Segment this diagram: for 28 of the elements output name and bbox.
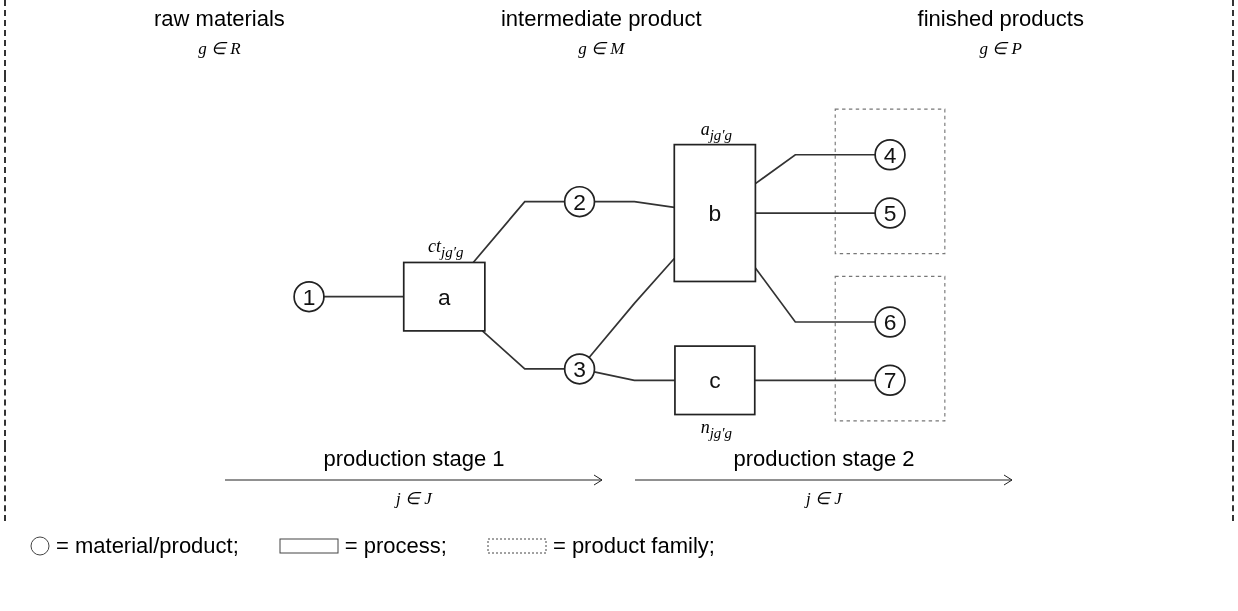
legend-text: = process; (344, 533, 447, 559)
node-circle: 2 (563, 185, 595, 218)
node-annotation: n$_{jg′g}$ (700, 416, 733, 442)
set-notation: g ∈ R (198, 38, 241, 59)
set-notation: j ∈ J (806, 488, 842, 509)
node-circle: 6 (873, 306, 906, 338)
node-box: a (402, 261, 486, 332)
node-box: c (673, 345, 756, 416)
stage-label: production stage 2 (733, 446, 915, 472)
set-notation: g ∈ M (578, 38, 625, 59)
node-annotation: ct$_{jg′g}$ (428, 236, 464, 262)
legend-text: = material/product; (56, 533, 239, 559)
node-circle: 7 (873, 364, 906, 397)
cluster (834, 275, 945, 422)
cluster (834, 108, 945, 255)
node-circle: 5 (873, 197, 906, 229)
stage-heading: raw materials (154, 6, 285, 32)
stage-heading: finished products (917, 6, 1084, 32)
legend-text: = product family; (552, 533, 715, 559)
node-circle: 3 (563, 353, 595, 385)
node-circle: 1 (292, 280, 325, 313)
node-box: b (672, 143, 756, 283)
stage-label: production stage 1 (323, 446, 505, 472)
node-circle: 4 (873, 139, 906, 171)
set-notation: g ∈ P (979, 38, 1022, 59)
stage-heading: intermediate product (500, 6, 702, 32)
node-annotation: a$_{jg′g}$ (700, 118, 733, 144)
set-notation: j ∈ J (396, 488, 432, 509)
